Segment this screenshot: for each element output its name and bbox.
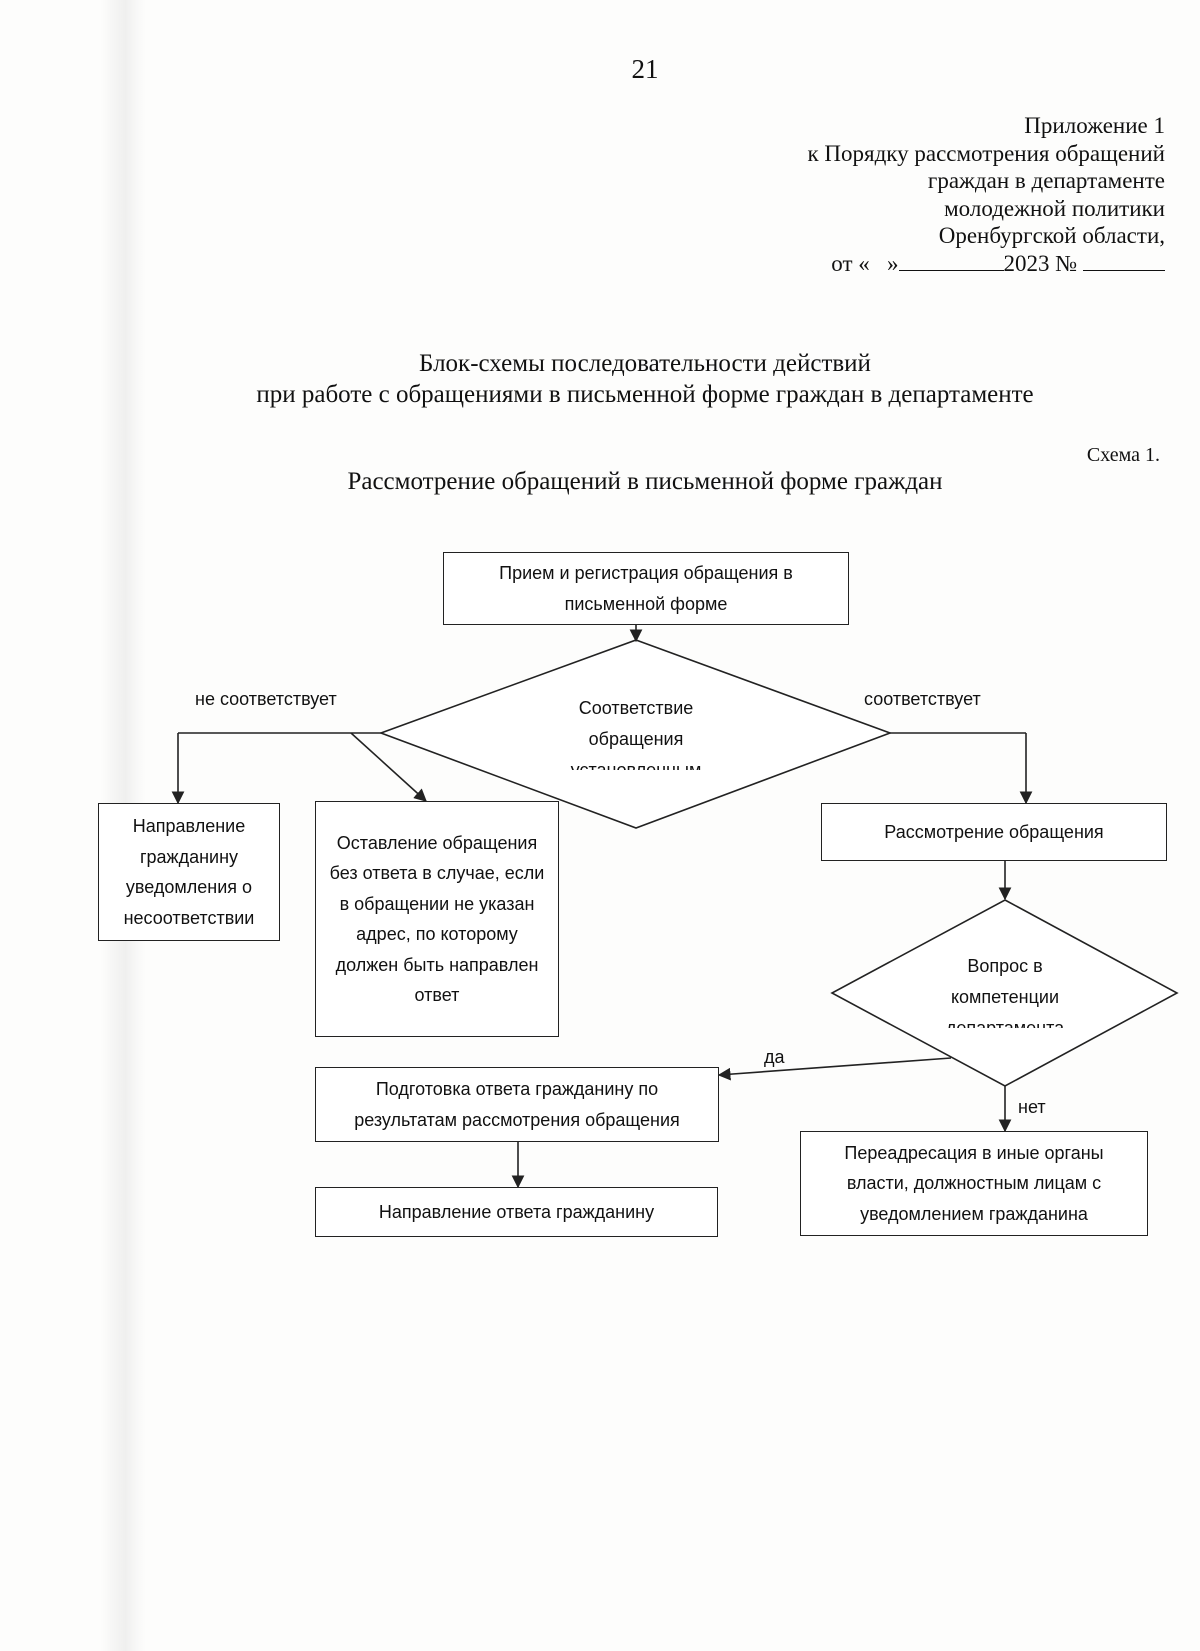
label-yes: да bbox=[764, 1047, 785, 1067]
appendix-line-4: молодежной политики bbox=[944, 195, 1165, 221]
year-number-label: 2023 № bbox=[1003, 250, 1078, 276]
review-box: Рассмотрение обращения bbox=[821, 803, 1167, 861]
scheme-title: Рассмотрение обращений в письменной форм… bbox=[347, 468, 943, 495]
appendix-block: Приложение 1 к Порядку рассмотрения обра… bbox=[807, 112, 1165, 277]
appendix-line-2: к Порядку рассмотрения обращений bbox=[807, 140, 1165, 166]
label-match: соответствует bbox=[864, 689, 981, 709]
document-title-line-2: при работе с обращениями в письменной фо… bbox=[256, 381, 1034, 408]
arrow-yes-to-prepare-answer bbox=[717, 1057, 952, 1081]
label-not-match: не соответствует bbox=[195, 689, 337, 709]
appendix-line-3: граждан в департаменте bbox=[927, 168, 1165, 193]
label-no: нет bbox=[1018, 1097, 1046, 1117]
decision-1-text: Соответствие обращения установленным bbox=[570, 698, 702, 770]
scheme-number: Схема 1. bbox=[1086, 444, 1160, 466]
number-blank bbox=[1083, 250, 1165, 271]
send-answer-box: Направление ответа гражданину bbox=[315, 1187, 718, 1237]
leave-unanswered-box: Оставление обращения без ответа в случае… bbox=[315, 801, 559, 1037]
date-prefix: от « » bbox=[831, 250, 899, 276]
prepare-answer-box: Подготовка ответа гражданину по результа… bbox=[315, 1067, 719, 1142]
document-title-line-1: Блок-схемы последовательности действий bbox=[419, 350, 871, 377]
document-title: Блок-схемы последовательности действий п… bbox=[0, 348, 1200, 410]
decision-2-text: Вопрос в компетенции департамента bbox=[945, 956, 1065, 1028]
redirect-box: Переадресация в иные органы власти, долж… bbox=[800, 1131, 1148, 1236]
start-box: Прием и регистрация обращения в письменн… bbox=[443, 552, 849, 625]
appendix-line-5: Оренбургской области, bbox=[938, 223, 1165, 248]
page-number: 21 bbox=[631, 54, 659, 84]
arrow-to-leave-unanswered bbox=[350, 732, 427, 802]
appendix-line-1: Приложение 1 bbox=[1024, 113, 1165, 138]
decision-1-diamond bbox=[378, 639, 893, 829]
notify-mismatch-box: Направление гражданину уведомления о нес… bbox=[98, 803, 280, 941]
appendix-date-line: от « » 2023 № bbox=[807, 250, 1165, 278]
date-blank bbox=[898, 250, 1004, 271]
